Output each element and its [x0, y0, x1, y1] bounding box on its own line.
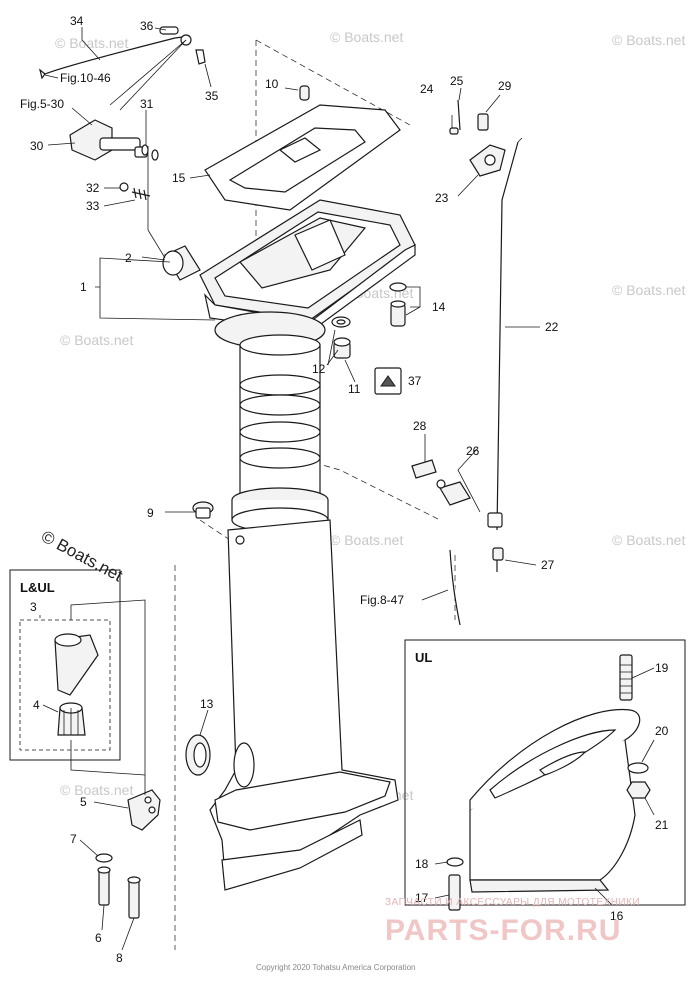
callout-17: 17 [415, 891, 429, 905]
callout-15: 15 [172, 171, 186, 185]
watermark-boats-net: © Boats.net [612, 532, 685, 548]
part-lower-casing [209, 519, 399, 891]
callout-29: 29 [498, 79, 512, 93]
part-gasket [204, 104, 401, 211]
part-drain-plug [192, 501, 214, 519]
callout-19: 19 [655, 661, 669, 675]
part-pin [299, 85, 310, 101]
part-cable-clamp [411, 459, 503, 528]
callout-10: 10 [265, 77, 279, 91]
watermark-boats-net: © Boats.net [330, 532, 403, 548]
callout-11: 11 [348, 382, 361, 396]
callout-37: 37 [408, 374, 422, 388]
watermark-boats-net: © Boats.net [60, 782, 133, 798]
ref-fig-8-47: Fig.8-47 [360, 593, 404, 607]
callout-4: 4 [33, 698, 40, 712]
callout-1: 1 [80, 280, 87, 294]
callout-3: 3 [30, 600, 37, 614]
part-grommet [185, 734, 211, 776]
callout-26: 26 [466, 444, 480, 458]
callout-24: 24 [420, 82, 434, 96]
centerline [199, 519, 231, 541]
callout-16: 16 [610, 909, 624, 923]
inset-ul-frame [404, 639, 686, 906]
callout-25: 25 [450, 74, 464, 88]
callout-32: 32 [86, 181, 100, 195]
brand-watermark: ЗАПЧАСТИ И АКСЕССУАРЫ ДЛЯ МОТОТЕХНИКИ PA… [385, 897, 640, 947]
callout-36: 36 [140, 19, 154, 33]
callout-34: 34 [70, 14, 84, 28]
part-housing-top [199, 199, 416, 349]
callout-20: 20 [655, 724, 669, 738]
callout-21: 21 [655, 818, 669, 832]
callout-27: 27 [541, 558, 555, 572]
inset-ul-title: UL [415, 650, 432, 665]
part-rubber-mount [162, 245, 201, 281]
callout-35: 35 [205, 89, 219, 103]
callout-22: 22 [545, 320, 559, 334]
cable-stub [449, 549, 461, 626]
callout-33: 33 [86, 199, 100, 213]
callout-9: 9 [147, 506, 154, 520]
watermark-boats-net-large: © Boats.net [38, 527, 126, 586]
callout-23: 23 [435, 191, 449, 205]
callout-31: 31 [140, 97, 154, 111]
part-caution-decal [374, 367, 402, 395]
callout-12: 12 [312, 362, 326, 376]
callout-labels: 34 36 35 31 30 32 33 10 15 2 1 14 12 11 … [30, 14, 669, 965]
watermark-boats-net: © Boats.net [612, 32, 685, 48]
inset-lul: L&UL [9, 569, 121, 761]
callout-30: 30 [30, 139, 44, 153]
watermark-boats-net: © Boats.net [330, 29, 403, 45]
brand-subtitle: ЗАПЧАСТИ И АКСЕССУАРЫ ДЛЯ МОТОТЕХНИКИ [385, 897, 640, 908]
callout-13: 13 [200, 697, 214, 711]
part-link-rod [38, 26, 206, 111]
callout-28: 28 [413, 419, 427, 433]
part-cable [492, 137, 523, 572]
ref-fig-5-30: Fig.5-30 [20, 97, 64, 111]
part-cable-bracket [449, 99, 506, 177]
part-lower-bracket [95, 789, 161, 919]
callout-2: 2 [125, 251, 132, 265]
part-throttle-shaft [69, 119, 159, 201]
callout-7: 7 [70, 832, 77, 846]
ref-fig-10-46: Fig.10-46 [60, 71, 111, 85]
inset-lul-subframe [19, 619, 111, 751]
inset-ul: UL [404, 639, 686, 911]
callout-6: 6 [95, 931, 102, 945]
brand-name: PARTS-FOR.RU [385, 914, 621, 947]
part-bolts-14 [389, 282, 407, 327]
callout-8: 8 [116, 951, 123, 965]
watermark-boats-net: © Boats.net [612, 282, 685, 298]
watermark-boats-net: © Boats.net [60, 332, 133, 348]
figure-references: Fig.10-46 Fig.5-30 Fig.8-47 [20, 71, 404, 607]
leader-lines [39, 27, 655, 951]
watermark-boats-net: © Boats.net [55, 35, 128, 51]
inset-lul-title: L&UL [20, 580, 55, 595]
copyright-notice: Copyright 2020 Tohatsu America Corporati… [256, 963, 416, 972]
inset-lul-frame [9, 569, 121, 761]
callout-18: 18 [415, 857, 429, 871]
callout-5: 5 [80, 795, 87, 809]
callout-14: 14 [432, 300, 446, 314]
part-drive-shaft-housing [231, 334, 329, 533]
part-washer-plug [331, 316, 351, 359]
